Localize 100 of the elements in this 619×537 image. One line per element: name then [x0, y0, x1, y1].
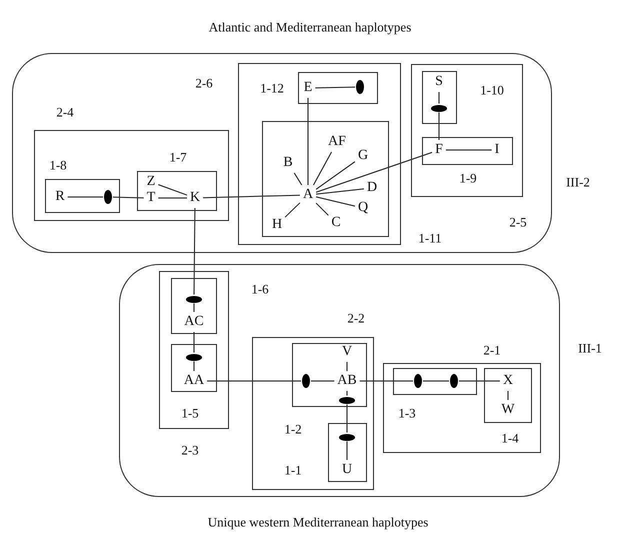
connector-line [346, 390, 348, 396]
haplotype-label: Z [146, 175, 156, 189]
haplotype-label: W [501, 403, 515, 417]
clade-label: 1-10 [480, 84, 504, 96]
clade-label: 1-1 [284, 464, 302, 476]
clade-label: 1-5 [181, 406, 199, 420]
haplotype-label: A [302, 188, 314, 202]
connector-line [316, 196, 356, 207]
connector-line [206, 380, 302, 382]
connector-line [316, 161, 356, 190]
haplotype-label: V [342, 345, 352, 359]
clade-box [411, 64, 523, 197]
clade-region [12, 53, 552, 253]
connector-line [359, 380, 414, 382]
connector-line [314, 86, 356, 88]
clade-label: 2-2 [347, 312, 365, 324]
connector-line [316, 202, 329, 216]
haplotype-label: AC [184, 315, 204, 329]
clade-label: 1-6 [251, 282, 269, 296]
connector-line [294, 172, 302, 186]
clade-box [137, 171, 217, 211]
clade-box [34, 130, 229, 221]
clade-label: 2-6 [195, 76, 213, 90]
clade-box [262, 121, 389, 237]
connector-line [458, 380, 500, 382]
clade-label: 1-11 [418, 232, 442, 244]
missing-haplotype-dot [186, 354, 202, 360]
connector-line [346, 441, 348, 460]
missing-haplotype-dot [339, 396, 355, 404]
haplotype-label: H [272, 218, 282, 232]
caption: Unique western Mediterranean haplotypes [208, 516, 428, 528]
haplotype-label: T [146, 191, 156, 205]
haplotype-label: K [190, 191, 200, 205]
clade-label: 2-5 [509, 216, 527, 228]
haplotype-label: R [55, 190, 65, 204]
connector-line [438, 92, 440, 104]
missing-haplotype-dot [431, 104, 447, 112]
region-label: III-1 [578, 342, 602, 354]
haplotype-label: X [502, 374, 514, 388]
missing-haplotype-dot [414, 374, 422, 388]
clade-box [484, 368, 532, 423]
connector-line [312, 152, 332, 186]
missing-haplotype-dot [450, 374, 458, 388]
connector-line [310, 380, 335, 382]
title: Atlantic and Mediterranean haplotypes [208, 20, 412, 34]
connector-line [316, 188, 364, 195]
clade-box [159, 271, 229, 429]
clade-label: 1-9 [459, 172, 477, 184]
connector-line [112, 196, 144, 198]
clade-label: 1-12 [260, 82, 284, 94]
clade-box [328, 423, 367, 482]
missing-haplotype-dot [104, 190, 112, 204]
clade-label: 1-2 [284, 422, 302, 436]
missing-haplotype-dot [186, 296, 202, 302]
clade-box [422, 137, 513, 165]
clade-region [119, 264, 560, 497]
connector-line [438, 112, 440, 140]
haplotype-label: Q [358, 201, 368, 215]
haplotype-label: E [304, 81, 312, 95]
missing-haplotype-dot [302, 374, 310, 388]
clade-box [252, 337, 374, 490]
haplotype-label: D [366, 181, 378, 195]
connector-line [158, 184, 188, 196]
clade-box [292, 343, 367, 407]
clade-box [298, 72, 378, 104]
clade-label: 1-4 [501, 432, 519, 444]
clade-label: 1-8 [49, 158, 67, 172]
clade-label: 1-7 [169, 150, 187, 164]
clade-box [238, 63, 401, 245]
haplotype-label: I [494, 143, 500, 157]
clade-box [422, 71, 457, 124]
connector-line [194, 208, 196, 295]
connector-line [346, 404, 348, 433]
haplotype-label: AB [337, 374, 357, 388]
connector-line [284, 202, 300, 218]
region-label: III-2 [566, 176, 590, 188]
missing-haplotype-dot [339, 434, 355, 440]
haplotype-label: B [283, 156, 293, 170]
connector-line [316, 152, 433, 193]
clade-label: 2-1 [483, 344, 501, 356]
connector-line [202, 194, 300, 198]
clade-box [171, 344, 217, 392]
haplotype-label: S [435, 75, 443, 89]
haplotype-label: U [342, 463, 352, 477]
connector-line [422, 380, 450, 382]
clade-label: 2-3 [181, 444, 199, 456]
missing-haplotype-dot [356, 80, 364, 94]
clade-box [383, 363, 541, 453]
haplotype-label: F [435, 143, 443, 157]
connector-line [67, 196, 104, 198]
clade-label: 2-4 [56, 106, 74, 118]
clade-label: 1-3 [398, 406, 416, 420]
haplotype-label: AA [184, 374, 204, 388]
haplotype-label: AF [328, 135, 346, 149]
haplotype-label: C [331, 216, 341, 230]
connector-line [346, 362, 348, 372]
clade-box [171, 278, 217, 334]
clade-box [393, 368, 477, 395]
clade-box [45, 179, 120, 213]
haplotype-label: G [358, 149, 368, 163]
